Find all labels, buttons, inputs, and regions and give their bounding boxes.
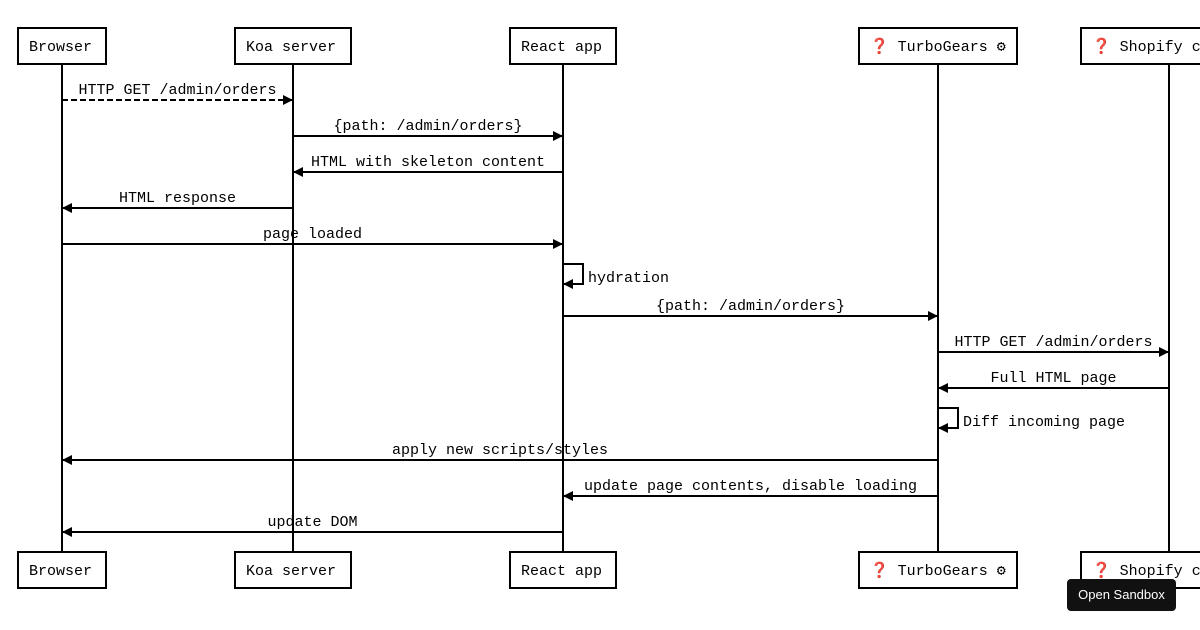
message-6: hydration (563, 263, 669, 289)
message-label: page loaded (263, 226, 362, 243)
participant-label: ❓ TurboGears ⚙ (870, 37, 1006, 56)
message-label: Full HTML page (990, 370, 1116, 387)
participant-label: Koa server (246, 563, 336, 580)
participant-turbogears-top: ❓ TurboGears ⚙ (858, 27, 1018, 65)
participant-box (509, 551, 617, 589)
participant-shopify-core-top: ❓ Shopify core (1080, 27, 1200, 65)
participant-label: Browser (29, 39, 92, 56)
message-4: HTML response (62, 190, 293, 213)
participant-box (1080, 27, 1200, 65)
participant-turbogears-bottom: ❓ TurboGears ⚙ (858, 551, 1018, 589)
message-label: {path: /admin/orders} (656, 298, 845, 315)
message-label: HTTP GET /admin/orders (78, 82, 276, 99)
message-label: HTML response (119, 190, 236, 207)
message-11: apply new scripts/styles (62, 442, 938, 465)
message-label: HTTP GET /admin/orders (954, 334, 1152, 351)
participant-browser-bottom: Browser (17, 551, 107, 589)
participant-browser-top: Browser (17, 27, 107, 65)
participant-label: ❓ TurboGears ⚙ (870, 561, 1006, 580)
participant-label: Koa server (246, 39, 336, 56)
message-5: page loaded (62, 226, 563, 249)
message-label: HTML with skeleton content (311, 154, 545, 171)
self-message-arrow (938, 407, 959, 433)
participant-label: ❓ Shopify core (1092, 37, 1200, 56)
message-13: update DOM (62, 514, 563, 537)
participant-label: React app (521, 563, 602, 580)
participant-box (509, 27, 617, 65)
participant-box (858, 551, 1018, 589)
message-label: Diff incoming page (963, 414, 1125, 431)
participant-koa-server-bottom: Koa server (234, 551, 352, 589)
participant-box (234, 27, 352, 65)
participant-box (858, 27, 1018, 65)
message-12: update page contents, disable loading (563, 478, 938, 501)
message-2: {path: /admin/orders} (293, 118, 563, 141)
participant-react-app-bottom: React app (509, 551, 617, 589)
participant-box (234, 551, 352, 589)
open-sandbox-button[interactable]: Open Sandbox (1067, 579, 1176, 611)
participant-react-app-top: React app (509, 27, 617, 65)
message-label: apply new scripts/styles (392, 442, 608, 459)
message-label: {path: /admin/orders} (333, 118, 522, 135)
message-10: Diff incoming page (938, 407, 1125, 433)
self-message-arrow (563, 263, 584, 289)
message-7: {path: /admin/orders} (563, 298, 938, 321)
participant-koa-server-top: Koa server (234, 27, 352, 65)
message-3: HTML with skeleton content (293, 154, 563, 177)
participant-box (17, 551, 107, 589)
message-8: HTTP GET /admin/orders (938, 334, 1169, 357)
message-label: hydration (588, 270, 669, 287)
participant-label: React app (521, 39, 602, 56)
message-label: update page contents, disable loading (584, 478, 917, 495)
message-9: Full HTML page (938, 370, 1169, 393)
participant-label: ❓ Shopify core (1092, 561, 1200, 580)
participant-box (17, 27, 107, 65)
participant-label: Browser (29, 563, 92, 580)
message-label: update DOM (267, 514, 357, 531)
message-1: HTTP GET /admin/orders (62, 82, 293, 105)
